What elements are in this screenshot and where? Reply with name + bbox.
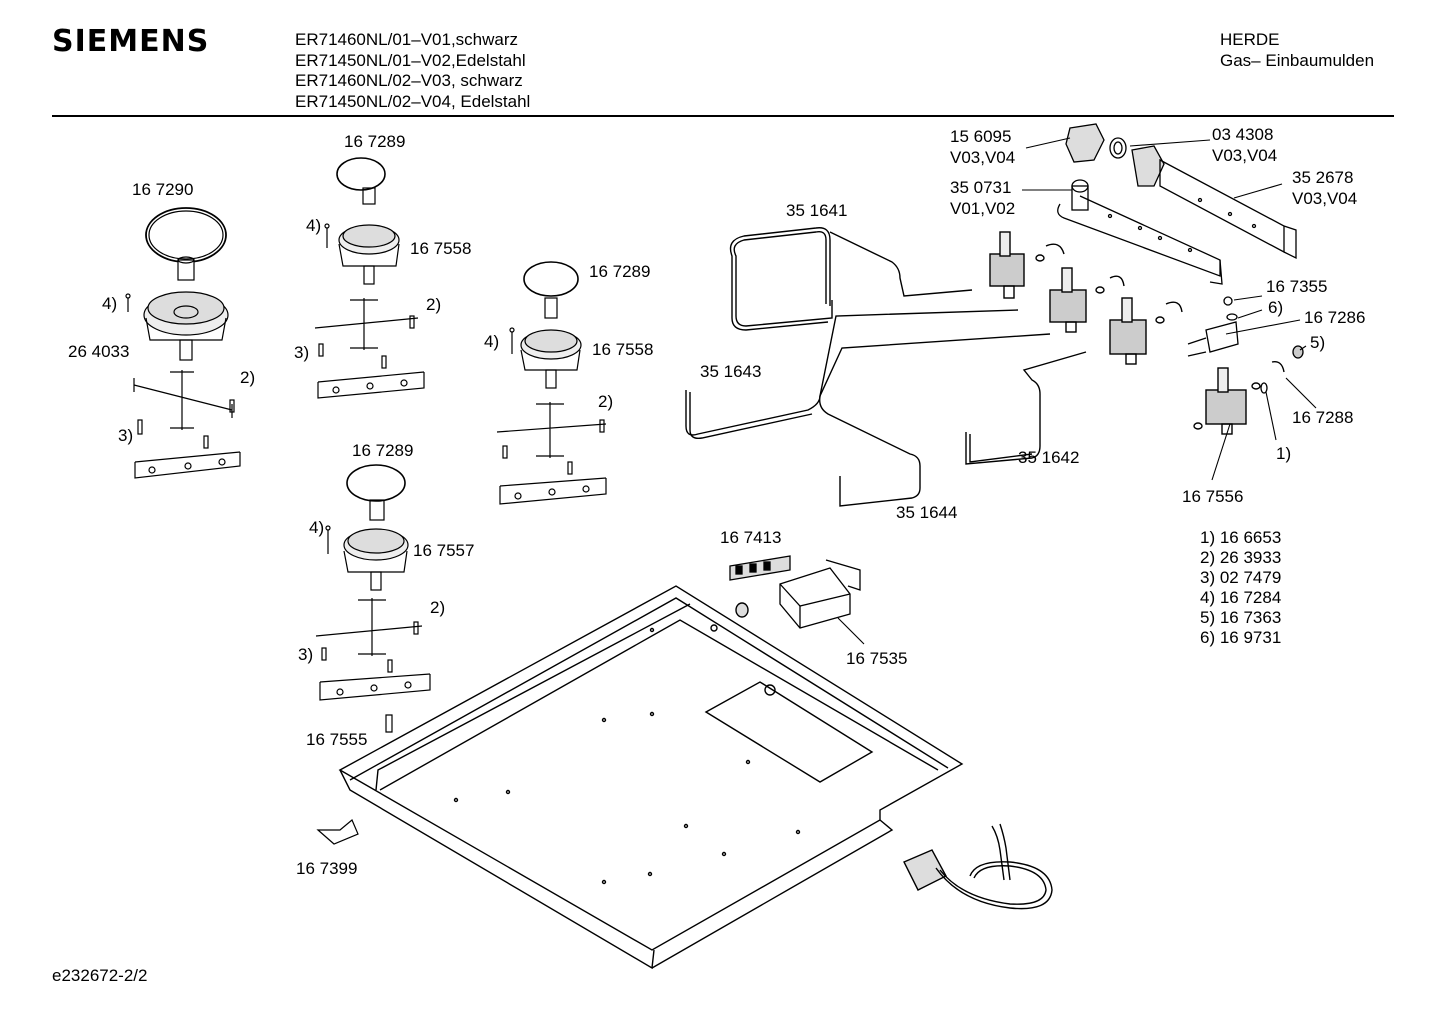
- label-tube-1643: 35 1643: [700, 362, 762, 381]
- label-rail: 35 2678: [1292, 168, 1354, 187]
- callout-2-b: 2): [426, 295, 442, 314]
- ignition-assembly: [729, 555, 861, 629]
- model-line: ER71460NL/01–V01,schwarz: [295, 30, 519, 49]
- label-part-7288: 16 7288: [1292, 408, 1354, 427]
- label-seal: 03 4308: [1212, 125, 1274, 144]
- label-elbow: 15 6095: [950, 127, 1012, 146]
- label-tube-1642: 35 1642: [1018, 448, 1080, 467]
- callout-3-d: 3): [298, 645, 314, 664]
- legend-item: 4) 16 7284: [1200, 588, 1282, 607]
- model-line: ER71450NL/01–V02,Edelstahl: [295, 50, 526, 70]
- callout-4-large: 4): [102, 294, 118, 313]
- model-line: ER71460NL/02–V03, schwarz: [295, 71, 523, 90]
- label-seal-variant: V03,V04: [1212, 146, 1278, 165]
- brand-logo: SIEMENS: [52, 24, 210, 59]
- header-divider: [52, 115, 1394, 117]
- label-part-7355: 16 7355: [1266, 277, 1328, 296]
- legend-item: 1) 16 6653: [1200, 528, 1282, 547]
- clip-part: [316, 819, 359, 845]
- label-burner-b: 16 7558: [410, 239, 472, 258]
- callout-2-large: 2): [240, 368, 256, 387]
- label-rail-variant: V03,V04: [1292, 189, 1358, 208]
- legend-item: 6) 16 9731: [1200, 628, 1282, 647]
- label-terminal: 16 7413: [720, 528, 782, 547]
- burner-assembly-large: [125, 207, 241, 479]
- label-part-7286: 16 7286: [1304, 308, 1366, 327]
- parts-legend: 1) 16 6653 2) 26 3933 3) 02 7479 4) 16 7…: [1200, 528, 1281, 648]
- label-nozzle: 16 7555: [306, 730, 368, 749]
- label-tube-1644: 35 1644: [896, 503, 958, 522]
- label-clip: 16 7399: [296, 859, 358, 878]
- hob-tray: [338, 585, 964, 970]
- callout-5: 5): [1310, 333, 1326, 352]
- label-burner-d: 16 7557: [413, 541, 475, 560]
- valve-16-7556: [1205, 367, 1247, 435]
- burner-assembly-c: [496, 261, 607, 505]
- label-burner-large: 26 4033: [68, 342, 130, 361]
- callout-1: 1): [1276, 444, 1292, 463]
- legend-item: 2) 26 3933: [1200, 548, 1282, 567]
- model-list: ER71460NL/01–V01,schwarz ER71450NL/01–V0…: [295, 30, 530, 112]
- label-valve: 16 7556: [1182, 487, 1244, 506]
- label-ring-a: 16 7290: [132, 180, 194, 199]
- category-line: HERDE: [1220, 30, 1280, 49]
- label-ring-d: 16 7289: [352, 441, 414, 460]
- model-line: ER71450NL/02–V04, Edelstahl: [295, 91, 531, 111]
- document-id: e232672-2/2: [52, 966, 148, 985]
- manifold-assembly: [1057, 123, 1304, 394]
- label-manifold-variant: V01,V02: [950, 199, 1016, 218]
- callout-6: 6): [1268, 298, 1284, 317]
- label-burner-c: 16 7558: [592, 340, 654, 359]
- label-manifold: 35 0731: [950, 178, 1012, 197]
- callout-2-c: 2): [598, 392, 614, 411]
- callout-4-b: 4): [306, 216, 322, 235]
- label-ring-b: 16 7289: [344, 132, 406, 151]
- callout-3-large: 3): [118, 426, 134, 445]
- label-ring-c: 16 7289: [589, 262, 651, 281]
- legend-item: 5) 16 7363: [1200, 608, 1282, 627]
- category-block: HERDE Gas– Einbaumulden: [1220, 30, 1374, 71]
- callout-4-d: 4): [309, 518, 325, 537]
- label-ignition-box: 16 7535: [846, 649, 908, 668]
- gas-valves: [989, 231, 1285, 435]
- callout-4-c: 4): [484, 332, 500, 351]
- gas-tubes: [685, 227, 1087, 507]
- power-cable: [903, 823, 1053, 910]
- label-tube-1641: 35 1641: [786, 201, 848, 220]
- burner-assembly-b: [314, 157, 425, 399]
- label-elbow-variant: V03,V04: [950, 148, 1016, 167]
- burner-assembly-d: [315, 464, 431, 733]
- category-line: Gas– Einbaumulden: [1220, 50, 1375, 70]
- leader-lines: [837, 137, 1317, 645]
- callout-3-b: 3): [294, 343, 310, 362]
- legend-item: 3) 02 7479: [1200, 568, 1282, 587]
- callout-2-d: 2): [430, 598, 446, 617]
